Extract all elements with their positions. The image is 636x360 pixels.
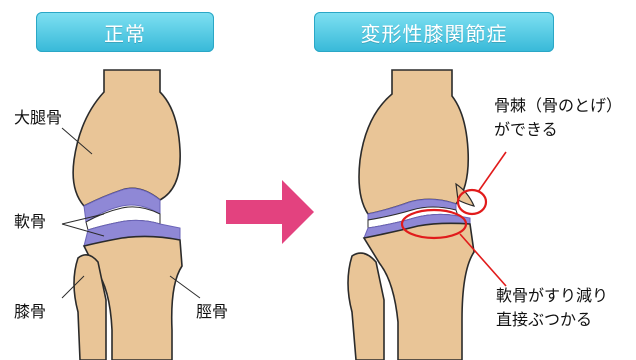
femur-label: 大腿骨 <box>14 108 62 128</box>
oa-patella <box>348 253 384 360</box>
osteophyte-leader <box>478 152 506 192</box>
osteophyte-label-line2: ができる <box>494 120 558 140</box>
cartilage-label: 軟骨 <box>14 212 46 232</box>
worn-label-line2: 直接ぶつかる <box>496 310 592 330</box>
oa-femur <box>359 70 468 214</box>
transition-arrow <box>226 180 314 244</box>
osteophyte-label-line1: 骨棘（骨のとげ） <box>494 96 622 116</box>
patella-label: 膝骨 <box>14 302 46 322</box>
tibia-label: 脛骨 <box>196 302 228 322</box>
worn-label-line1: 軟骨がすり減り <box>496 286 608 306</box>
normal-femur <box>73 70 180 206</box>
